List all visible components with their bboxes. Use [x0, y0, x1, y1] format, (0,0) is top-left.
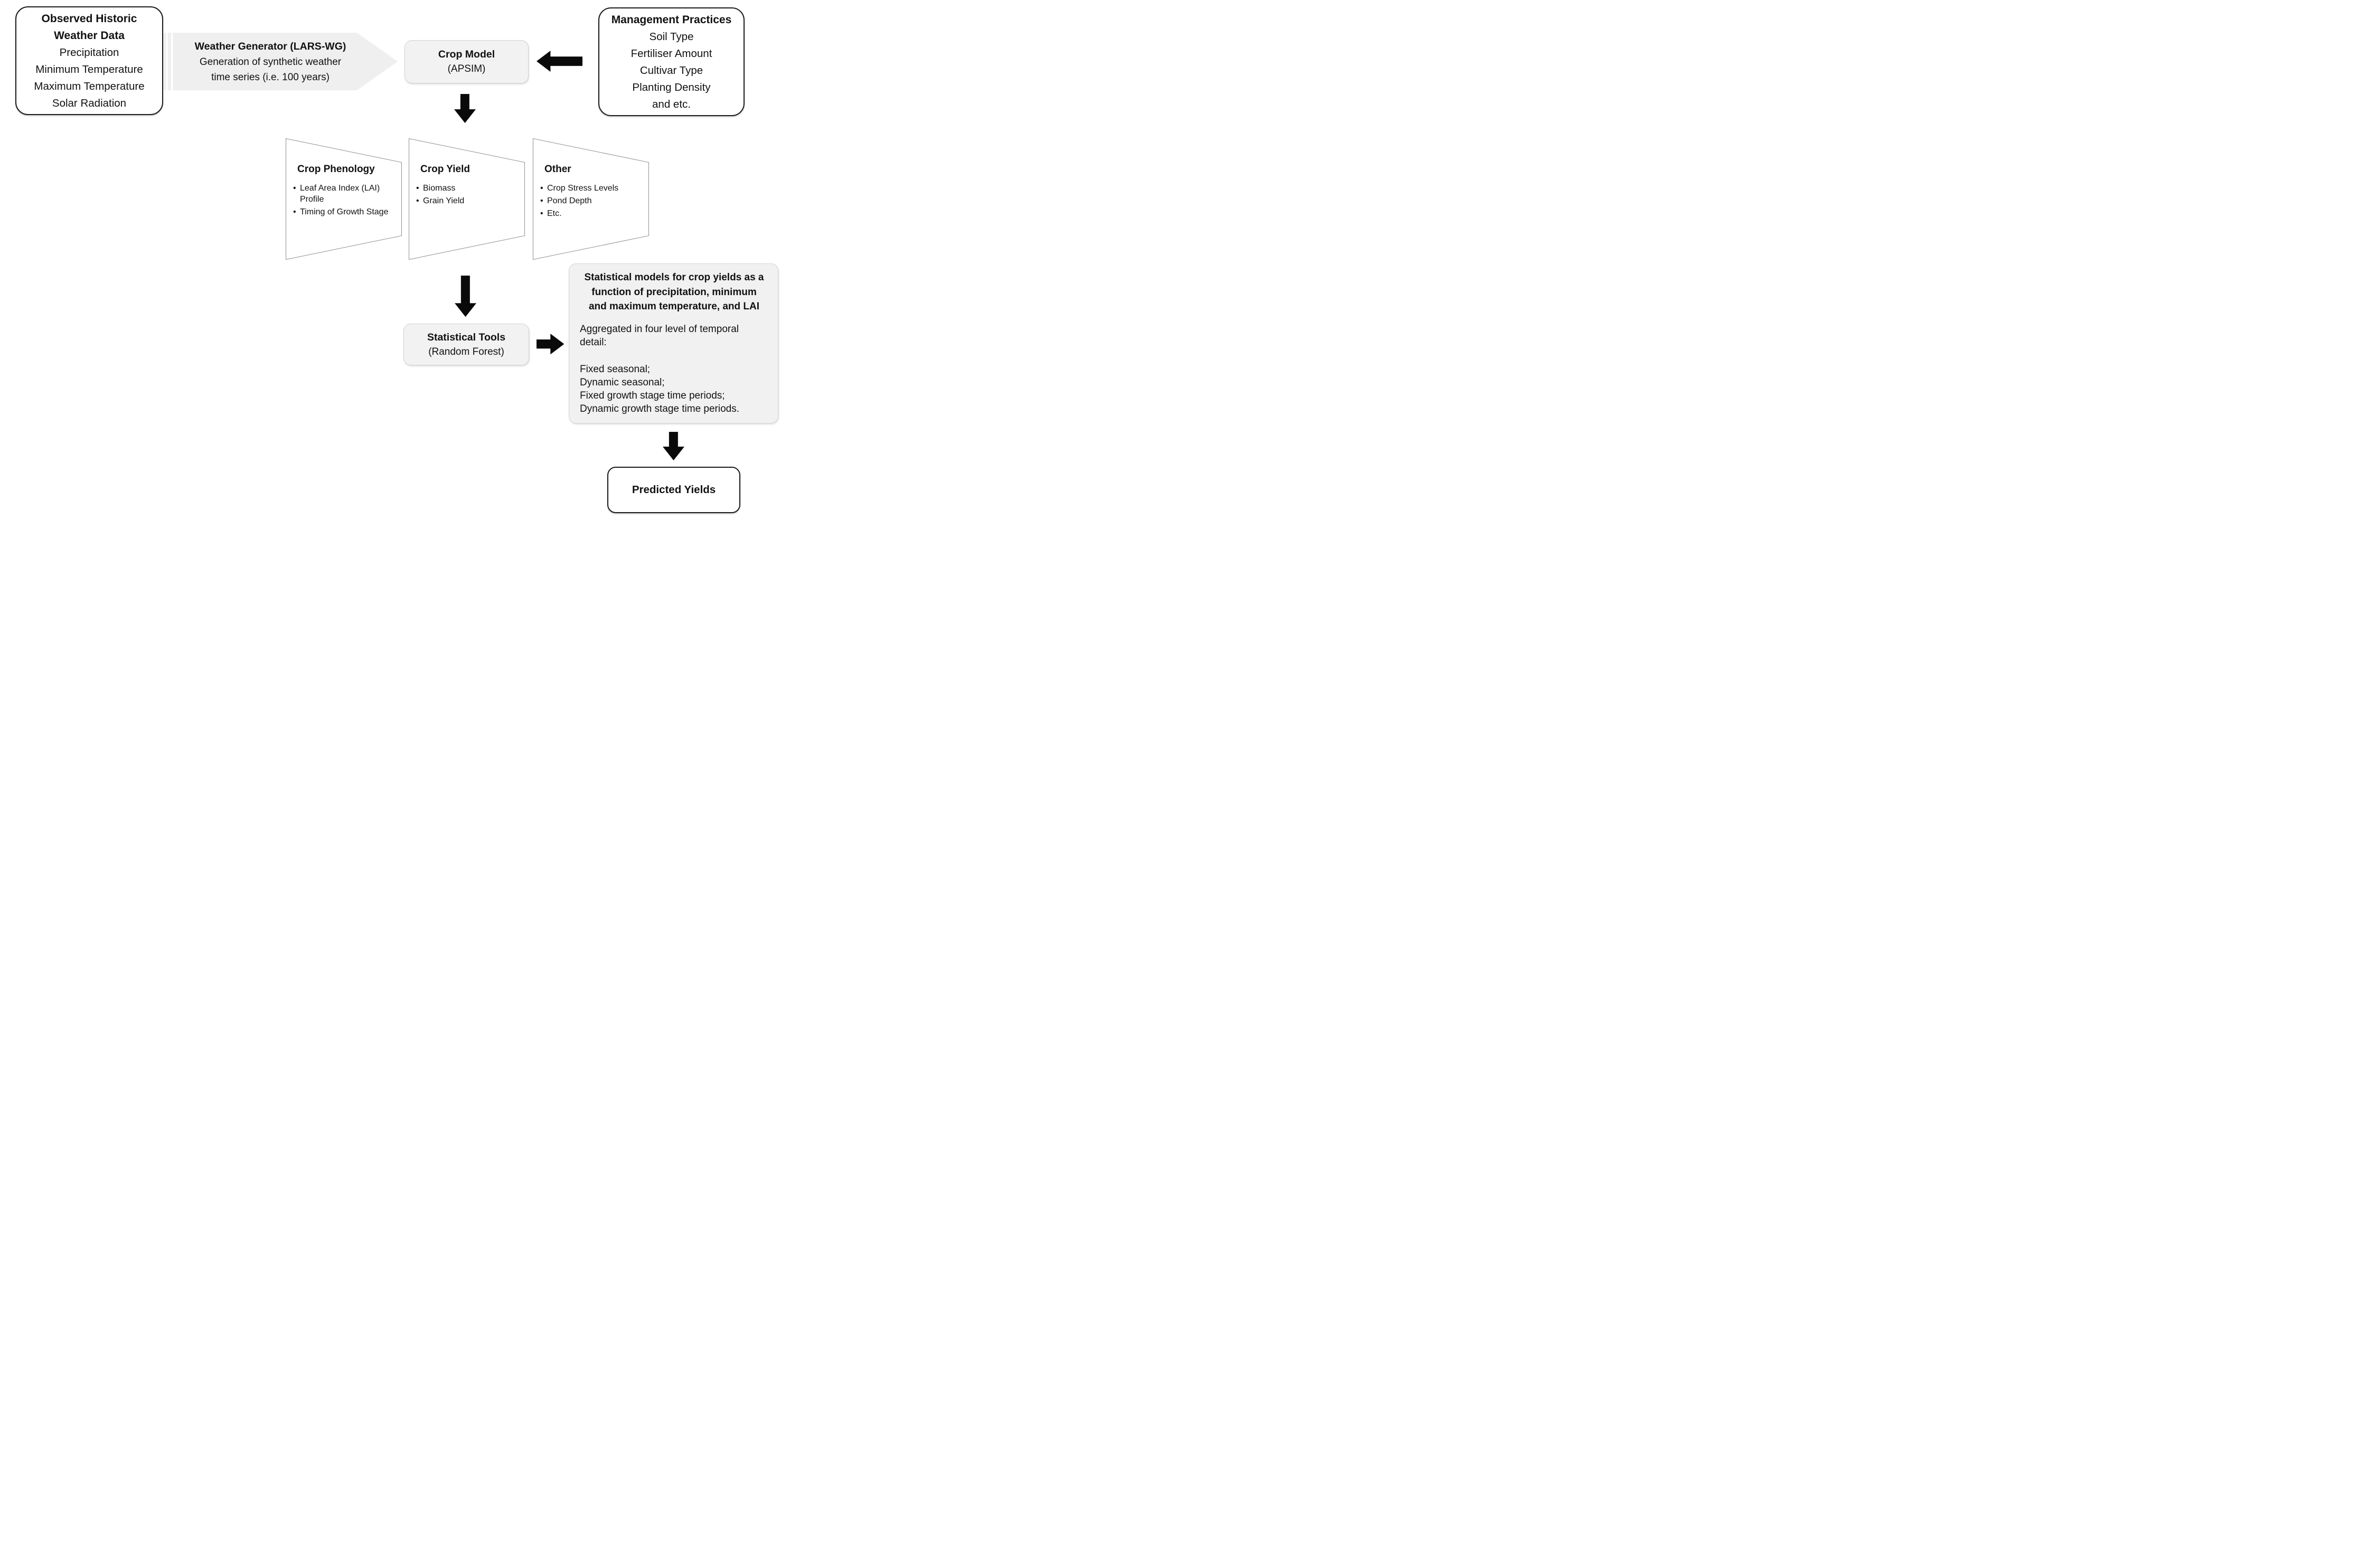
models-level-item: Dynamic seasonal;: [580, 377, 665, 388]
observed-weather-box: Observed Historic Weather Data Precipita…: [15, 6, 163, 115]
management-practices-box: Management Practices Soil Type Fertilise…: [598, 7, 745, 116]
models-level-item: Fixed growth stage time periods;: [580, 390, 725, 401]
arrow-down-icon: [662, 432, 684, 460]
arrow-down-icon: [454, 94, 476, 123]
bullet-icon: •: [416, 184, 419, 193]
crop-model-box: Crop Model (APSIM): [405, 40, 529, 83]
management-item: Planting Density: [632, 81, 711, 93]
bullet-icon: •: [293, 184, 296, 193]
weather-generator-title: Weather Generator (LARS-WG): [194, 41, 346, 52]
bullet-label: Grain Yield: [423, 196, 465, 205]
management-item: Cultivar Type: [639, 64, 703, 77]
other-outputs-trapezoid: Other • Crop Stress Levels • Pond Depth …: [533, 138, 649, 260]
list-item: • Grain Yield: [416, 195, 519, 206]
list-item: • Pond Depth: [540, 195, 643, 206]
trapezoid-shape: [286, 138, 402, 260]
management-item: Soil Type: [649, 31, 694, 43]
weather-generator-subtitle: time series (i.e. 100 years): [211, 72, 330, 83]
models-detail-line: detail:: [580, 337, 607, 348]
trapezoid-shape: [533, 138, 649, 260]
trapezoid-shape: [409, 138, 525, 260]
list-item: • Biomass: [416, 183, 519, 194]
list-item: • Timing of Growth Stage: [293, 206, 396, 218]
bullet-icon: •: [293, 207, 296, 216]
management-item: and etc.: [652, 98, 691, 110]
weather-generator-subtitle: Generation of synthetic weather: [199, 56, 342, 68]
observed-item: Precipitation: [59, 46, 119, 59]
bullet-label: Leaf Area Index (LAI) Profile: [300, 184, 380, 204]
management-title: Management Practices: [611, 14, 732, 26]
models-detail-line: Aggregated in four level of temporal: [580, 324, 739, 335]
weather-generator-label: Weather Generator (LARS-WG) Generation o…: [181, 39, 360, 85]
management-item: Fertiliser Amount: [631, 48, 712, 60]
observed-item: Solar Radiation: [52, 97, 127, 109]
predicted-yields-box: Predicted Yields: [607, 467, 740, 513]
crop-phenology-trapezoid: Crop Phenology • Leaf Area Index (LAI) P…: [286, 138, 402, 260]
list-item: • Leaf Area Index (LAI) Profile: [293, 183, 396, 205]
arrow-right-icon: [537, 333, 565, 354]
statistical-models-box: Statistical models for crop yields as a …: [569, 263, 778, 423]
list-item: • Crop Stress Levels: [540, 183, 643, 194]
observed-title-line: Weather Data: [54, 30, 125, 42]
bullet-label: Etc.: [547, 209, 562, 218]
statistical-tools-title: Statistical Tools: [427, 332, 506, 343]
models-title-line: function of precipitation, minimum: [591, 286, 757, 298]
predicted-yields-label: Predicted Yields: [632, 484, 716, 496]
models-levels-list: Fixed seasonal; Dynamic seasonal; Fixed …: [580, 363, 739, 415]
models-title-line: Statistical models for crop yields as a: [584, 272, 764, 283]
observed-title-line: Observed Historic: [41, 13, 137, 25]
bullet-icon: •: [540, 196, 543, 205]
observed-item: Maximum Temperature: [34, 80, 145, 92]
arrow-down-icon: [454, 276, 476, 317]
crop-model-title: Crop Model: [438, 49, 495, 60]
bullet-icon: •: [416, 196, 419, 205]
bullet-icon: •: [540, 184, 543, 193]
crop-yield-title: Crop Yield: [420, 164, 470, 175]
crop-yield-trapezoid: Crop Yield • Biomass • Grain Yield: [409, 138, 525, 260]
bullet-label: Timing of Growth Stage: [300, 207, 389, 216]
bullet-label: Biomass: [423, 184, 456, 193]
bullet-label: Crop Stress Levels: [547, 184, 619, 193]
striped-right-arrow-shape: [164, 33, 398, 90]
bullet-icon: •: [540, 209, 543, 218]
statistical-models-title: Statistical models for crop yields as a …: [572, 270, 776, 314]
statistical-tools-subtitle: (Random Forest): [428, 346, 504, 357]
statistical-tools-box: Statistical Tools (Random Forest): [403, 324, 529, 365]
observed-item: Minimum Temperature: [35, 63, 143, 75]
models-title-line: and maximum temperature, and LAI: [588, 301, 760, 312]
bullet-label: Pond Depth: [547, 196, 592, 205]
arrow-left-icon: [537, 50, 582, 72]
models-detail-text: Aggregated in four level of temporal det…: [580, 323, 739, 349]
models-level-item: Dynamic growth stage time periods.: [580, 403, 740, 414]
models-level-item: Fixed seasonal;: [580, 364, 651, 375]
list-item: • Etc.: [540, 208, 643, 219]
other-title: Other: [544, 164, 571, 175]
crop-model-subtitle: (APSIM): [447, 63, 486, 74]
crop-phenology-title: Crop Phenology: [297, 164, 375, 175]
